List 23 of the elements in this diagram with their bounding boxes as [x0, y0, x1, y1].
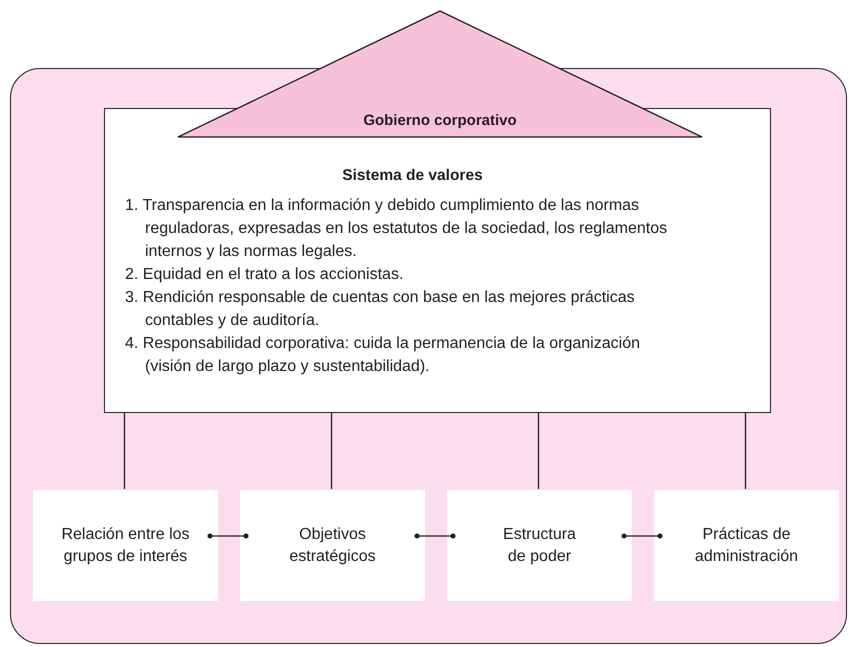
connector-line: [538, 412, 540, 489]
pillar-label: Prácticas de administración: [694, 524, 800, 566]
connector-line: [208, 534, 248, 538]
background-panel: [10, 68, 847, 644]
connector-line: [330, 412, 332, 489]
connector-line: [622, 534, 662, 538]
pillar-box: [240, 490, 425, 601]
list-item: 3. Rendición responsable de cuentas con base en las mejores prácticas contables y de auditoría.: [125, 288, 636, 331]
pillar-label: Relación entre los grupos de interés: [60, 524, 190, 566]
heading: Sistema de valores: [341, 167, 484, 185]
connector-line: [414, 534, 456, 538]
pillar-label: Estructura de poder: [502, 524, 577, 566]
list-item: 1. Transparencia en la información y debido cumplimiento de las normas reguladoras, expresadas en los estatutos de la sociedad, los reglamentos internos y las normas legales.: [125, 196, 668, 262]
pillar-box: [654, 490, 839, 601]
pillar-box: [33, 490, 218, 601]
connector-line: [744, 412, 746, 489]
pillar-label: Objetivos estratégicos: [288, 524, 377, 566]
list-item: 2. Equidad en el trato a los accionistas.: [125, 265, 404, 285]
list-item: 4. Responsabilidad corporativa: cuida la permanencia de la organización (visión de largo plazo y sustentabilidad).: [125, 334, 641, 377]
pillar-box: [447, 490, 632, 601]
values-box: [104, 108, 771, 413]
heading: Gobierno corporativo: [362, 112, 518, 129]
connector-line: [124, 412, 126, 489]
